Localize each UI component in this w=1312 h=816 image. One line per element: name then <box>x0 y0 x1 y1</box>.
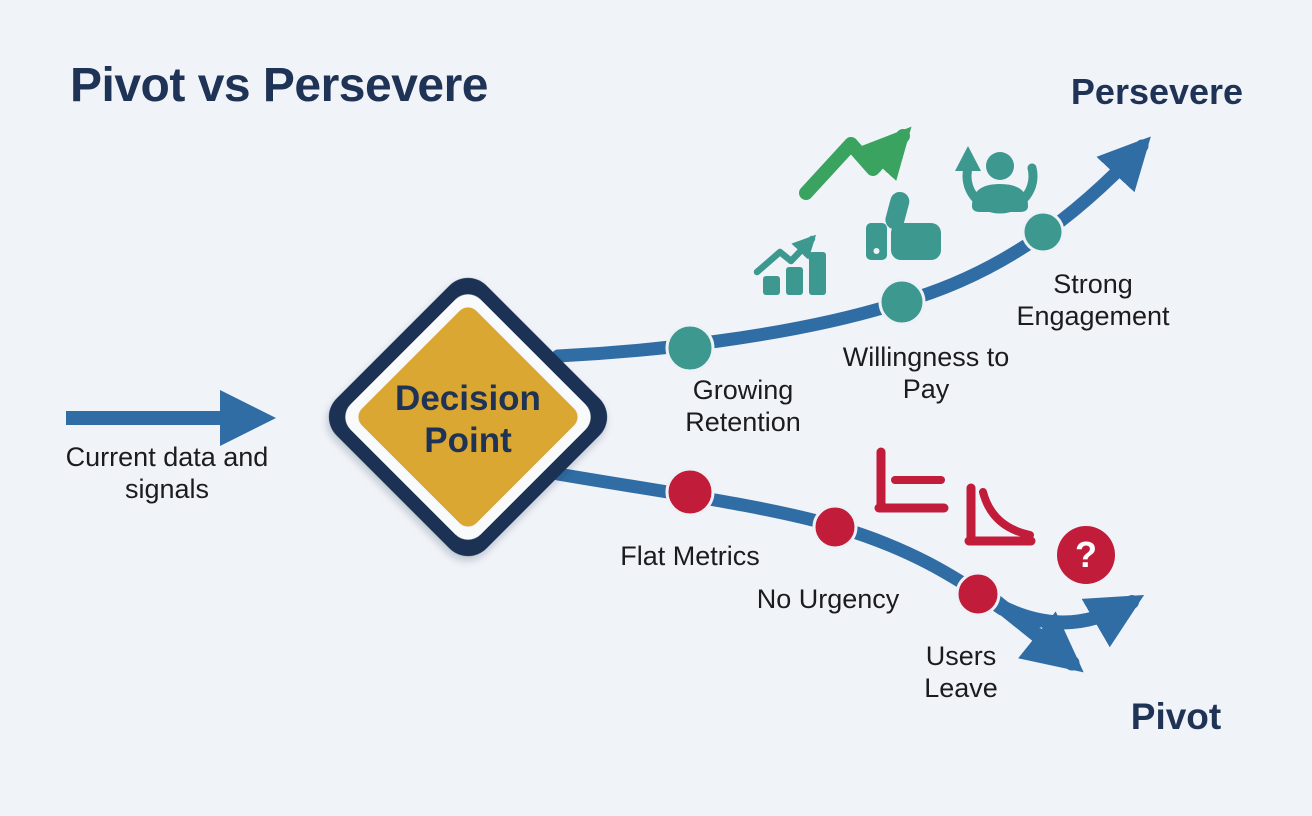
milestone-willingness-to-pay: Willingness to Pay <box>842 342 1010 404</box>
milestone-no-urgency: No Urgency <box>756 584 900 615</box>
pivot-fork-down-arrow <box>988 594 1084 673</box>
pivot-milestone-dots <box>665 467 1001 617</box>
thumbs-up-icon <box>866 191 941 260</box>
decision-diamond <box>328 277 608 557</box>
decision-point-label: Decision Point <box>395 379 541 460</box>
flat-line-chart-icon <box>874 447 949 513</box>
input-signals-label: Current data and signals <box>65 442 269 504</box>
persevere-milestone-dots <box>665 210 1065 373</box>
question-mark-icon <box>1057 526 1115 584</box>
returning-user-icon <box>955 146 1038 214</box>
growth-trend-arrow-icon <box>799 126 912 200</box>
milestone-flat-metrics: Flat Metrics <box>620 541 760 572</box>
persevere-outcome-label: Persevere <box>1070 71 1244 112</box>
milestone-growing-retention: Growing Retention <box>685 375 801 437</box>
milestone-users-leave: Users Leave <box>924 641 998 703</box>
diagram-title: Pivot vs Persevere <box>70 59 488 112</box>
declining-curve-chart-icon <box>964 483 1036 546</box>
question-mark-glyph: ? <box>1075 533 1097 575</box>
milestone-strong-engagement: Strong Engagement <box>1016 269 1170 331</box>
bar-chart-rising-icon <box>753 234 826 295</box>
pivot-outcome-label: Pivot <box>1130 696 1222 737</box>
